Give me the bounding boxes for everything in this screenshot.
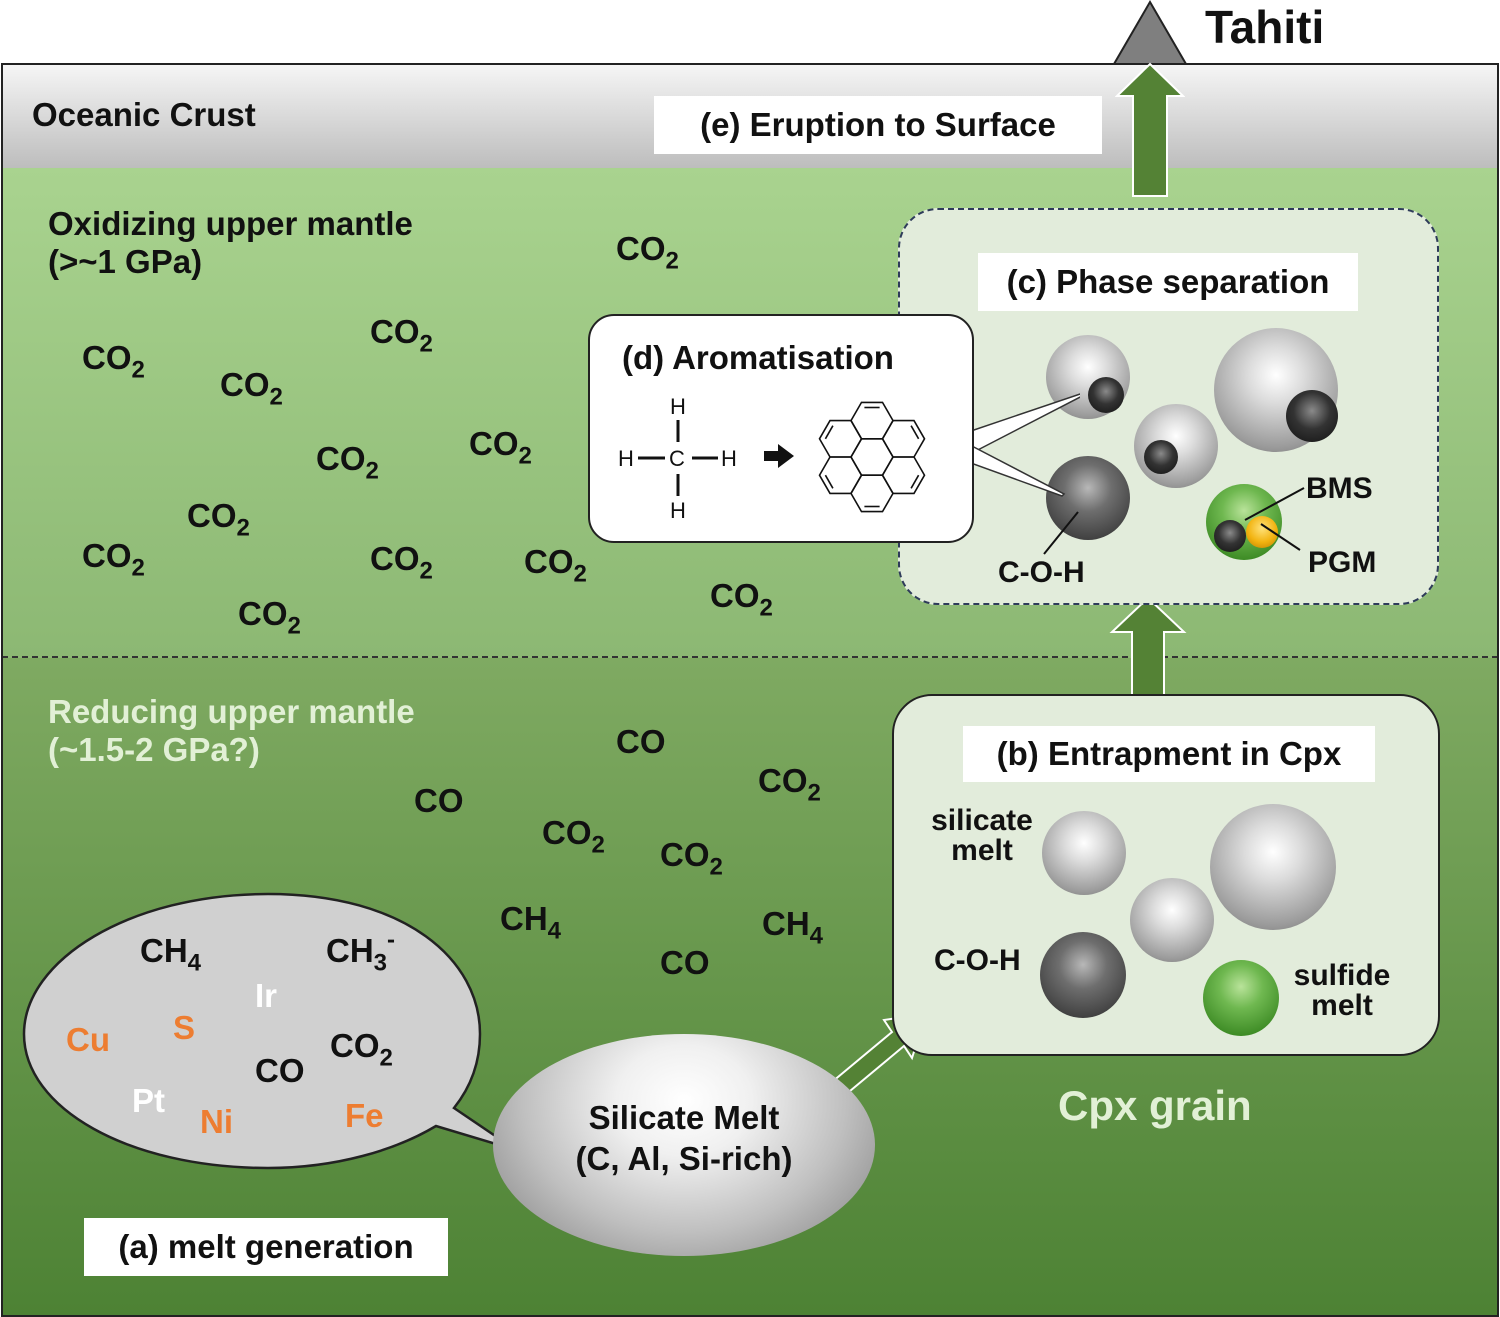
element-pt: Pt bbox=[132, 1082, 165, 1119]
eruption-stage-label: (e) Eruption to Surface bbox=[654, 96, 1102, 154]
methane-atom-h: H bbox=[721, 446, 737, 471]
gas-label-co2: CO2 bbox=[370, 540, 433, 585]
silicate-melt-title: Silicate Melt bbox=[588, 1099, 780, 1136]
gas-label-co2: CO2 bbox=[758, 762, 821, 807]
gas-label-co2: CO2 bbox=[220, 366, 283, 411]
bms-label: BMS bbox=[1306, 472, 1373, 505]
silicate-label-line: melt bbox=[951, 834, 1013, 867]
bms-droplet bbox=[1214, 520, 1246, 552]
oceanic-crust-label: Oceanic Crust bbox=[32, 96, 256, 133]
coronene-ring bbox=[850, 437, 894, 476]
element-s: S bbox=[173, 1009, 196, 1046]
gas-label-co: CO bbox=[616, 723, 666, 760]
gas-label-co: CO bbox=[414, 782, 464, 819]
silicate-melt-droplet bbox=[493, 1034, 875, 1256]
oxidizing-mantle-pressure: (>~1 GPa) bbox=[48, 242, 203, 280]
silicate-melt-sphere bbox=[1210, 804, 1336, 930]
oxidizing-mantle-name: Oxidizing upper mantle bbox=[48, 205, 413, 242]
cpx-grain-label: Cpx grain bbox=[1058, 1082, 1252, 1129]
element-ni: Ni bbox=[200, 1103, 233, 1140]
silicate-melt-sphere bbox=[1042, 811, 1126, 895]
gas-label-co: CO bbox=[255, 1052, 305, 1089]
pgm-label: PGM bbox=[1308, 546, 1377, 579]
gas-label-co2: CO2 bbox=[82, 339, 145, 384]
methane-structure: H H C H H bbox=[618, 394, 737, 523]
element-fe: Fe bbox=[345, 1097, 384, 1134]
coh-sphere bbox=[1046, 456, 1130, 540]
coh-label: C-O-H bbox=[998, 556, 1085, 589]
gas-label-co2: CO2 bbox=[616, 230, 679, 275]
methane-atom-h: H bbox=[618, 446, 634, 471]
entrapment-label: (b) Entrapment in Cpx bbox=[963, 726, 1375, 782]
gas-label-co: CO bbox=[660, 944, 710, 981]
gas-label-co2: CO2 bbox=[316, 440, 379, 485]
gas-label-co2: CO2 bbox=[524, 543, 587, 588]
reducing-mantle-name: Reducing upper mantle bbox=[48, 693, 415, 730]
sulfide-melt-label: sulfide melt bbox=[1286, 961, 1398, 1021]
panel-c-leader-lines bbox=[1043, 487, 1305, 555]
gas-label-co2: CO2 bbox=[238, 595, 301, 640]
coh-droplet bbox=[1088, 377, 1124, 413]
gas-label-ch4: CH4 bbox=[140, 932, 202, 977]
methane-atom-h: H bbox=[670, 394, 686, 419]
phase-separation-label: (c) Phase separation bbox=[978, 253, 1358, 311]
coh-label: C-O-H bbox=[934, 944, 1021, 977]
gas-label-co2: CO2 bbox=[330, 1027, 393, 1072]
sulfide-label-line: sulfide bbox=[1293, 959, 1391, 992]
melt-generation-bubble bbox=[22, 892, 517, 1170]
aromatisation-label: (d) Aromatisation bbox=[622, 339, 894, 376]
silicate-melt-label: silicate melt bbox=[926, 806, 1038, 866]
melt-generation-label: (a) melt generation bbox=[84, 1218, 448, 1276]
coronene-double-bond bbox=[910, 474, 920, 489]
separation-arrow-icon bbox=[1109, 596, 1187, 703]
methane-atom-c: C bbox=[669, 446, 685, 471]
coh-sphere bbox=[1040, 932, 1126, 1018]
reducing-mantle-pressure: (~1.5-2 GPa?) bbox=[48, 730, 260, 768]
coh-droplet bbox=[1286, 390, 1338, 442]
gas-label-co2: CO2 bbox=[187, 497, 250, 542]
reducing-mantle-title: Reducing upper mantle (~1.5-2 GPa?) bbox=[48, 693, 415, 769]
silicate-melt-label: Silicate Melt (C, Al, Si-rich) bbox=[520, 1097, 848, 1180]
gas-label-co2: CO2 bbox=[710, 577, 773, 622]
coronene-ring bbox=[881, 419, 926, 458]
aromatisation-callout-pointer bbox=[967, 393, 1080, 497]
aromatisation-panel bbox=[588, 314, 974, 543]
gas-label-ch3-anion: CH3- bbox=[326, 926, 396, 977]
mantle-boundary-line bbox=[2, 656, 1498, 658]
gas-label-co2: CO2 bbox=[660, 836, 723, 881]
gas-label-co2: CO2 bbox=[469, 425, 532, 470]
element-ir: Ir bbox=[255, 977, 278, 1014]
sulfide-label-line: melt bbox=[1311, 989, 1373, 1022]
silicate-melt-composition: (C, Al, Si-rich) bbox=[575, 1140, 793, 1178]
tahiti-label: Tahiti bbox=[1205, 1, 1325, 53]
sulfide-melt-sphere bbox=[1203, 960, 1279, 1036]
silicate-label-line: silicate bbox=[931, 804, 1033, 837]
gas-label-co2: CO2 bbox=[82, 537, 145, 582]
eruption-arrow-icon bbox=[1115, 62, 1185, 197]
silicate-melt-sphere bbox=[1130, 878, 1214, 962]
coronene-double-bond bbox=[824, 474, 834, 489]
gas-label-ch4: CH4 bbox=[500, 900, 562, 945]
volcano-icon bbox=[1112, 0, 1188, 65]
oxidizing-mantle-title: Oxidizing upper mantle (>~1 GPa) bbox=[48, 205, 413, 281]
gas-label-co2: CO2 bbox=[370, 313, 433, 358]
gas-label-co2: CO2 bbox=[542, 814, 605, 859]
coronene-double-bond bbox=[824, 425, 834, 440]
coronene-double-bond bbox=[910, 425, 920, 440]
gas-label-ch4: CH4 bbox=[762, 905, 824, 950]
coronene-structure bbox=[818, 401, 926, 513]
element-cu: Cu bbox=[66, 1021, 110, 1058]
coh-droplet bbox=[1144, 440, 1178, 474]
methane-atom-h: H bbox=[670, 498, 686, 523]
reaction-arrow-icon bbox=[764, 444, 794, 468]
